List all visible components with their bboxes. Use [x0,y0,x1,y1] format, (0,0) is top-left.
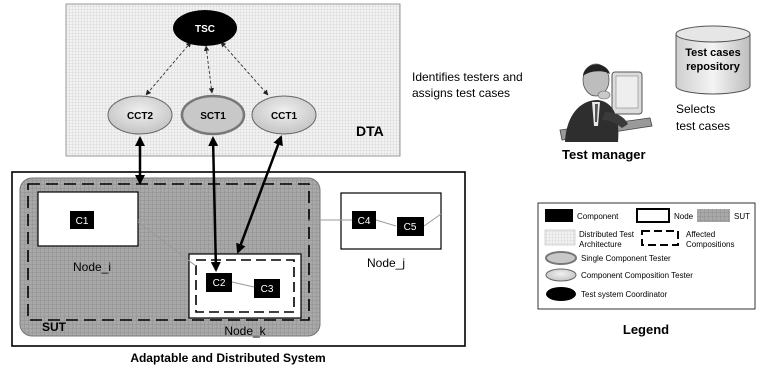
cct2-label: CCT2 [127,111,154,122]
repo-label-2: repository [686,61,741,73]
cct1-node: CCT1 [251,95,317,135]
legend-affected-text-2: Compositions [686,240,734,249]
legend-dta-text-2: Architecture [579,240,622,249]
sct1-node: SCT1 [180,94,246,136]
tsc-label: TSC [195,24,215,35]
affected-composition-1 [27,183,310,321]
tsc-node: TSC [173,10,237,46]
manager-area: Identifies testers and assigns test case… [412,25,751,162]
tester-node-arrows [135,135,283,272]
cct1-label: CCT1 [271,111,298,122]
selects-text-2: test cases [676,119,730,133]
node-j-label: Node_j [367,256,405,270]
legend-component-swatch [545,209,573,222]
node-i-label: Node_i [73,260,111,274]
c5-label: C5 [404,222,417,233]
identifies-text-1: Identifies testers and [412,70,523,84]
c1-label: C1 [76,216,89,227]
selects-text-1: Selects [676,102,715,116]
legend-title: Legend [623,322,669,337]
component-c2: C2 [206,273,232,292]
test-cases-repository: Test cases repository [675,25,751,95]
cct2-node: CCT2 [107,95,173,135]
component-c4: C4 [352,211,376,229]
legend-sct-swatch [545,251,577,265]
legend-dta-text-1: Distributed Test [579,230,635,239]
component-c3: C3 [254,279,280,298]
legend-dta-swatch [544,229,576,246]
legend-cct-swatch [545,268,577,282]
legend-sct-text: Single Component Tester [581,254,671,263]
dta-label: DTA [356,123,384,139]
legend-affected-text-1: Affected [686,230,715,239]
test-manager-title: Test manager [562,147,646,162]
legend-tsc-text: Test system Coordinator [581,290,668,299]
c2-label: C2 [213,278,226,289]
system-caption: Adaptable and Distributed System [130,351,325,365]
legend-cct-text: Component Composition Tester [581,271,693,280]
legend-sut-text: SUT [734,212,750,221]
legend-component-text: Component [577,212,619,221]
legend-affected-swatch [641,230,679,246]
affected-composition-2 [195,259,295,313]
c4-label: C4 [358,216,371,227]
test-manager-icon [559,63,653,142]
component-c1: C1 [70,211,94,229]
legend-node-swatch [636,208,670,223]
node-k: Node_k [188,253,302,338]
tsc-dispatch-arrows [145,41,269,96]
repo-label-1: Test cases [685,47,740,59]
legend-node-text: Node [674,212,694,221]
legend-sut-swatch [697,209,730,222]
legend: Component Node SUT Distributed Test Arch… [537,202,756,310]
c3-label: C3 [261,284,274,295]
component-c5: C5 [397,217,424,236]
legend-tsc-swatch [546,287,576,301]
sct1-label: SCT1 [200,111,226,122]
sut-label: SUT [42,320,67,334]
node-k-label: Node_k [224,324,266,338]
identifies-text-2: assigns test cases [412,86,510,100]
